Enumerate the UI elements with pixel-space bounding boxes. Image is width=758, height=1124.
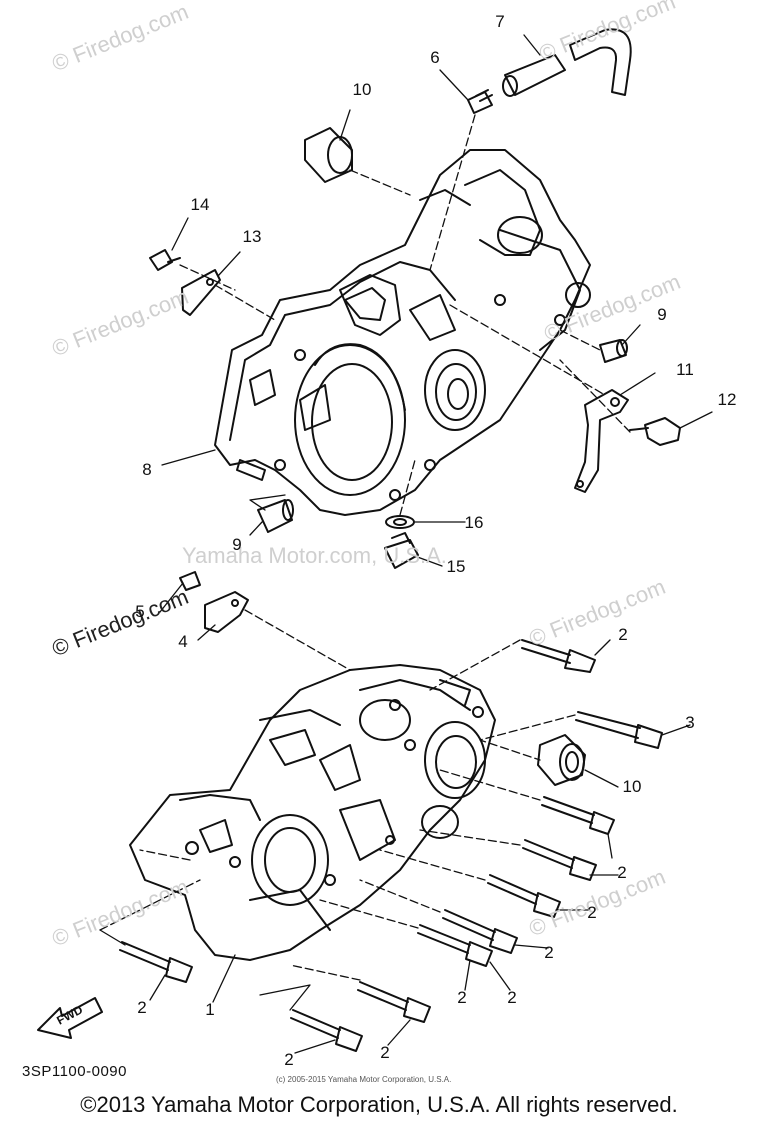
callout-5: 5	[135, 602, 145, 621]
callout-3: 3	[685, 713, 695, 732]
bolt-2-c	[522, 839, 597, 881]
fwd-arrow-icon	[37, 997, 103, 1039]
seal-upper	[304, 127, 353, 183]
bracket-11	[574, 389, 629, 493]
bolt-12	[629, 417, 681, 446]
callout-2: 2	[137, 998, 147, 1017]
callout-15: 15	[446, 557, 466, 576]
plate-13	[181, 269, 221, 316]
callout-2: 2	[507, 988, 517, 1007]
callout-7: 7	[495, 12, 505, 31]
bolt-2-d	[487, 874, 561, 918]
bolt-2-h	[357, 981, 431, 1023]
callout-2: 2	[457, 988, 467, 1007]
bolt-2-f	[417, 924, 493, 967]
callout-10: 10	[622, 777, 642, 796]
bolt-2-i	[290, 1009, 363, 1052]
plate-4	[204, 591, 249, 633]
callout-2: 2	[284, 1050, 294, 1069]
dowel-pin-right	[599, 339, 628, 363]
bolt-2-e	[442, 909, 518, 954]
callout-9: 9	[232, 535, 242, 554]
callout-14: 14	[190, 195, 210, 214]
breather-hose	[502, 28, 632, 97]
drain-plug-15	[384, 532, 419, 569]
leader-lines-upper	[161, 34, 713, 567]
callout-13: 13	[242, 227, 262, 246]
callout-6: 6	[430, 48, 440, 67]
bolt-2-b	[541, 796, 615, 835]
diagram-code: 3SP1100-0090	[22, 1063, 127, 1080]
washer-16	[385, 515, 415, 529]
dowel-pin-left	[257, 499, 294, 533]
hose-fitting	[467, 89, 493, 114]
callout-10: 10	[352, 80, 372, 99]
bolt-2-a	[521, 639, 596, 673]
callout-8: 8	[142, 460, 152, 479]
callout-2: 2	[618, 625, 628, 644]
bolt-2-g	[119, 941, 193, 983]
copyright-notice: ©2013 Yamaha Motor Corporation, U.S.A. A…	[80, 1092, 678, 1117]
callout-2: 2	[380, 1043, 390, 1062]
callout-2: 2	[587, 903, 597, 922]
callout-9: 9	[657, 305, 667, 324]
callout-4: 4	[178, 632, 188, 651]
bolt-5	[179, 571, 201, 591]
crankcase-right-half	[214, 149, 591, 516]
callout-16: 16	[464, 513, 484, 532]
leader-lines-lower	[99, 582, 691, 1054]
bolt-3	[575, 711, 663, 749]
crankcase-left-half	[129, 664, 496, 961]
bolts	[119, 639, 663, 1052]
callout-12: 12	[717, 390, 737, 409]
bolt-14	[149, 249, 181, 271]
small-copyright: (c) 2005-2015 Yamaha Motor Corporation, …	[276, 1075, 452, 1084]
callout-2: 2	[617, 863, 627, 882]
callout-2: 2	[544, 943, 554, 962]
callout-11: 11	[676, 360, 694, 379]
callout-1: 1	[205, 1000, 215, 1019]
watermark-yamaha: Yamaha Motor.com, U.S.A.	[182, 543, 447, 568]
seal-lower	[537, 734, 586, 786]
